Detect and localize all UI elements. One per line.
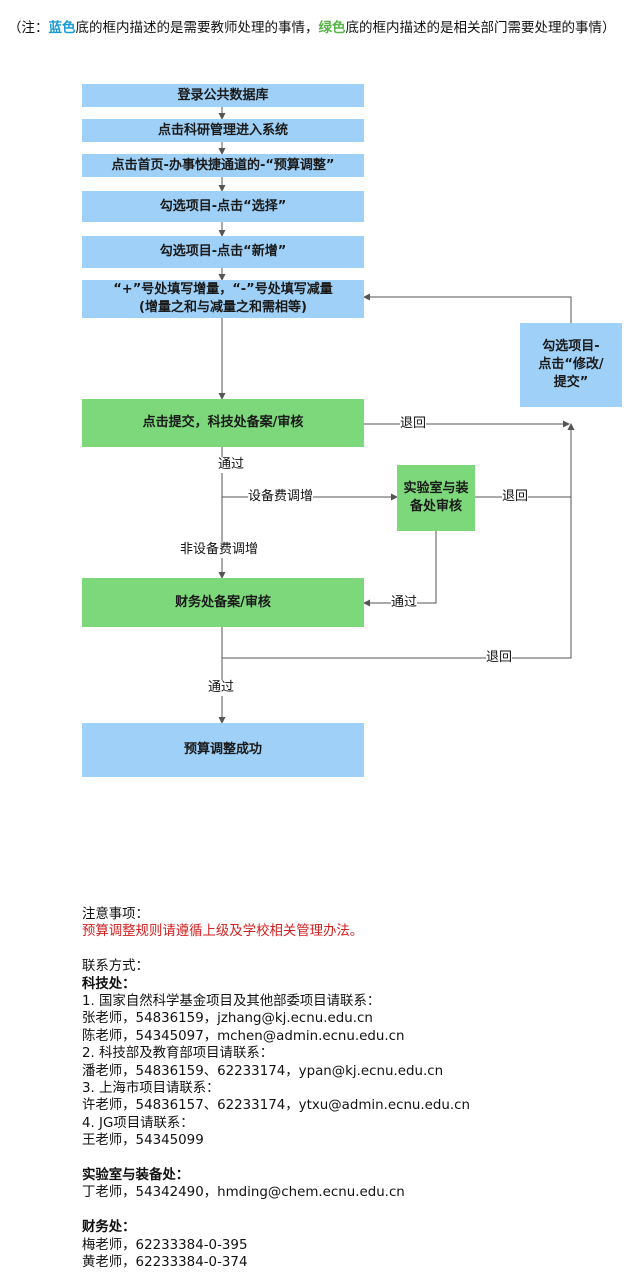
label-pass-lab: 通过 bbox=[391, 595, 418, 611]
keji-title: 科技处： bbox=[82, 976, 136, 992]
fill-amounts-line1: “+”号处填写增量，“-”号处填写减量 bbox=[113, 282, 333, 297]
note-green-word: 绿色 bbox=[318, 20, 346, 36]
notice-title: 注意事项： bbox=[82, 907, 149, 922]
finance-contact2: 黄老师，62233384-0-374 bbox=[82, 1255, 248, 1271]
step-fill-amounts: “+”号处填写增量，“-”号处填写减量 (增量之和与减量之和需相等) bbox=[82, 280, 364, 318]
lab-title: 实验室与装备处： bbox=[82, 1168, 190, 1184]
step-modify-submit: 勾选项目- 点击“修改/ 提交” bbox=[520, 323, 622, 407]
lab-line2: 备处审核 bbox=[409, 499, 462, 514]
keji-item2-contact1: 潘老师，54836159、62233174，ypan@kj.ecnu.edu.c… bbox=[82, 1063, 444, 1079]
step-budget-adjust-shortcut: 点击首页-办事快捷通道的-“预算调整” bbox=[82, 154, 364, 177]
label-non-equipment-increase: 非设备费调增 bbox=[180, 542, 259, 558]
label-return-caiwu: 退回 bbox=[486, 650, 513, 666]
connector-return-from-caiwu bbox=[222, 423, 575, 659]
keji-item1-contact2: 陈老师，54345097，mchen@admin.ecnu.edu.cn bbox=[82, 1028, 405, 1044]
keji-item1-contact1: 张老师，54836159，jzhang@kj.ecnu.edu.cn bbox=[82, 1011, 373, 1027]
lab-contact1: 丁老师，54342490，hmding@chem.ecnu.edu.cn bbox=[82, 1185, 405, 1201]
note-green-desc: 底的框内描述的是相关部门需要处理的事情） bbox=[345, 20, 616, 36]
step-caiwu-review: 财务处备案/审核 bbox=[82, 578, 364, 627]
keji-item1: 1. 国家自然科学基金项目及其他部委项目请联系： bbox=[82, 994, 381, 1010]
step-keji-review: 点击提交，科技处备案/审核 bbox=[82, 399, 364, 447]
step-success: 预算调整成功 bbox=[82, 723, 364, 777]
finance-title: 财务处： bbox=[82, 1220, 136, 1236]
label-return-lab: 退回 bbox=[502, 489, 529, 505]
label-pass-keji: 通过 bbox=[218, 457, 245, 473]
label-equipment-increase: 设备费调增 bbox=[248, 489, 314, 505]
notice-text: 预算调整规则请遵循上级及学校相关管理办法。 bbox=[82, 924, 364, 940]
keji-item3: 3. 上海市项目请联系： bbox=[82, 1081, 220, 1097]
modify-line3: 提交” bbox=[553, 375, 589, 390]
note-prefix: （注： bbox=[8, 20, 49, 36]
info-section: 注意事项： 预算调整规则请遵循上级及学校相关管理办法。 联系方式： 科技处： 1… bbox=[82, 906, 470, 1271]
connector-lab-to-caiwu bbox=[363, 531, 437, 607]
step-select-project: 勾选项目-点击“选择” bbox=[82, 191, 364, 222]
flow-connectors bbox=[218, 107, 575, 724]
legend-note: （注：蓝色底的框内描述的是需要教师处理的事情，绿色底的框内描述的是相关部门需要处… bbox=[8, 16, 616, 36]
keji-item4-contact1: 王老师，54345099 bbox=[82, 1133, 204, 1149]
contact-title: 联系方式： bbox=[82, 959, 149, 975]
lab-line1: 实验室与装 bbox=[403, 481, 469, 496]
connector-modify-to-step6 bbox=[363, 293, 572, 323]
step-enter-research-system: 点击科研管理进入系统 bbox=[82, 119, 364, 142]
step-login-database: 登录公共数据库 bbox=[82, 84, 364, 107]
label-pass-caiwu: 通过 bbox=[208, 680, 235, 696]
keji-item2: 2. 科技部及教育部项目请联系： bbox=[82, 1046, 274, 1062]
modify-line2: 点击“修改/ bbox=[538, 357, 604, 372]
finance-contact1: 梅老师，62233384-0-395 bbox=[82, 1237, 248, 1253]
step-lab-review: 实验室与装 备处审核 bbox=[397, 465, 475, 531]
label-return-keji: 退回 bbox=[400, 416, 427, 432]
fill-amounts-line2: (增量之和与减量之和需相等) bbox=[139, 300, 307, 315]
step-add-item: 勾选项目-点击“新增” bbox=[82, 236, 364, 268]
keji-item4: 4. JG项目请联系： bbox=[82, 1115, 194, 1131]
note-blue-word: 蓝色 bbox=[48, 20, 76, 36]
note-blue-desc: 底的框内描述的是需要教师处理的事情， bbox=[75, 20, 319, 36]
modify-line1: 勾选项目- bbox=[542, 339, 600, 354]
keji-item3-contact1: 许老师，54836157、62233174，ytxu@admin.ecnu.ed… bbox=[82, 1098, 471, 1114]
